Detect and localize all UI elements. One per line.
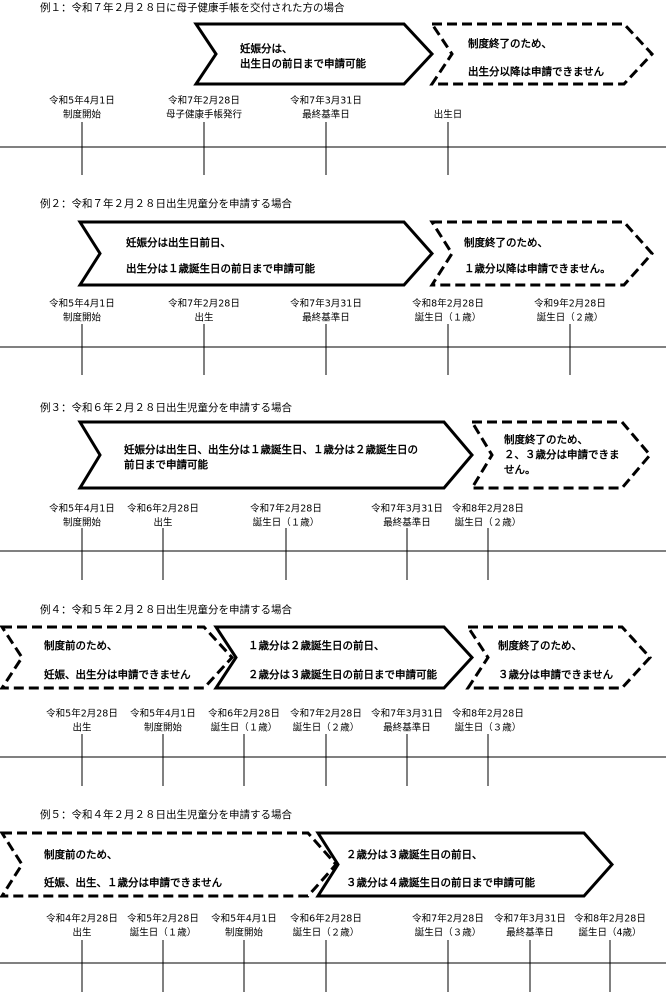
unavailable-period-arrow [465,625,653,690]
arrow-text-line: 出生日の前日まで申請可能 [240,57,366,70]
example-title: 例１：令和７年２月２８日に母子健康手帳を交付された方の場合 [40,1,345,14]
arrow-text-line: ３歳分は申請できません [498,668,614,681]
milestone-label: 誕生日（4歳） [578,927,641,939]
unavailable-period-arrow [429,220,655,287]
milestone-date: 令和7年3月31日 [371,708,443,720]
milestone-date: 令和5年4月1日 [130,708,196,720]
milestone-label: 制度開始 [63,517,102,529]
milestone-label: 最終基準日 [302,109,350,121]
milestone-date: 令和9年2月28日 [534,298,606,310]
arrow-text-line: せん。 [504,464,536,476]
application-period-arrow [315,831,615,898]
example-title: 例４：令和５年２月２８日出生児童分を申請する場合 [40,603,292,616]
milestone-date: 令和6年2月28日 [290,913,362,925]
milestone-date: 令和7年2月28日 [168,95,240,107]
application-period-arrow [213,625,475,690]
milestone-label: 制度開始 [225,927,264,939]
milestone-label: 出生 [72,722,92,734]
example-1: 例１：令和７年２月２８日に母子健康手帳を交付された方の場合妊娠分は、出生日の前日… [0,1,666,175]
unavailable-period-arrow [0,831,339,898]
example-title: 例３：令和６年２月２８日出生児童分を申請する場合 [40,401,292,414]
arrow-text-line: 妊娠分は、 [240,42,293,55]
milestone-date: 令和8年2月28日 [412,298,484,310]
milestone-label: 最終基準日 [506,927,554,939]
milestone-date: 令和7年2月28日 [412,913,484,925]
milestone-label: 出生 [153,517,173,529]
milestone-date: 令和7年3月31日 [494,913,566,925]
example-title: 例５：令和４年２月２８日出生児童分を申請する場合 [40,808,292,821]
arrow-text-line: ２、３歳分は申請できま [504,448,620,461]
milestone-date: 令和5年4月1日 [211,913,277,925]
arrow-text-line: 妊娠分は出生日、出生分は１歳誕生日、１歳分は２歳誕生日の [124,443,418,456]
application-period-arrow [77,420,474,490]
arrow-text-line: 妊娠、出生、１歳分は申請できません [44,876,223,889]
example-4: 例４：令和５年２月２８日出生児童分を申請する場合制度前のため、妊娠、出生分は申請… [0,603,666,786]
milestone-label: 誕生日（２歳） [293,722,360,734]
arrow-text-line: 制度終了のため、 [468,37,552,50]
milestone-label: 誕生日（３歳） [415,927,482,939]
milestone-label: 誕生日（１歳） [211,722,278,734]
milestone-label: 制度開始 [63,109,102,121]
milestone-date: 令和6年2月28日 [208,708,280,720]
arrow-text-line: 妊娠、出生分は申請できません [44,668,191,681]
arrow-text-line: 制度終了のため、 [498,639,582,652]
milestone-label: 出生日 [434,109,463,121]
milestone-date: 令和8年2月28日 [452,503,524,515]
milestone-date: 令和5年4月1日 [49,298,115,310]
application-period-arrow [193,22,435,86]
example-2: 例２：令和７年２月２８日出生児童分を申請する場合妊娠分は出生日前日、出生分は１歳… [0,197,666,375]
milestone-label: 最終基準日 [302,312,350,324]
milestone-date: 令和6年2月28日 [127,503,199,515]
arrow-text-line: 妊娠分は出生日前日、 [126,236,231,249]
arrow-text-line: 制度前のため、 [44,639,118,652]
milestone-date: 令和5年4月1日 [49,95,115,107]
milestone-label: 母子健康手帳発行 [166,109,243,121]
milestone-date: 令和7年3月31日 [290,95,362,107]
arrow-text-line: １歳分以降は申請できません。 [464,262,611,275]
unavailable-period-arrow [429,22,655,86]
arrow-text-line: ３歳分は４歳誕生日の前日まで申請可能 [346,876,535,889]
arrow-text-line: 制度前のため、 [44,848,118,861]
milestone-date: 令和4年2月28日 [46,913,118,925]
unavailable-period-arrow [0,625,235,690]
milestone-date: 令和5年2月28日 [127,913,199,925]
milestone-label: 誕生日（１歳） [415,312,482,324]
unavailable-period-arrow [469,420,652,490]
arrow-text-line: 出生分以降は申請できません [468,65,605,78]
arrow-text-line: １歳分は２歳誕生日の前日、 [248,639,385,652]
milestone-label: 制度開始 [63,312,102,324]
arrow-text-line: 制度終了のため、 [504,433,588,446]
milestone-date: 令和7年3月31日 [371,503,443,515]
milestone-label: 誕生日（２歳） [537,312,604,324]
example-5: 例５：令和４年２月２８日出生児童分を申請する場合制度前のため、妊娠、出生、１歳分… [0,808,666,992]
milestone-date: 令和8年2月28日 [452,708,524,720]
milestone-date: 令和5年4月1日 [49,503,115,515]
arrow-text-line: ２歳分は３歳誕生日の前日まで申請可能 [248,668,437,681]
milestone-date: 令和7年2月28日 [168,298,240,310]
milestone-label: 制度開始 [144,722,183,734]
example-3: 例３：令和６年２月２８日出生児童分を申請する場合妊娠分は出生日、出生分は１歳誕生… [0,401,666,580]
milestone-label: 誕生日（２歳） [293,927,360,939]
milestone-date: 令和5年2月28日 [46,708,118,720]
arrow-text-line: 出生分は１歳誕生日の前日まで申請可能 [126,262,315,275]
milestone-label: 出生 [194,312,214,324]
milestone-date: 令和8年2月28日 [574,913,646,925]
arrow-text-line: 前日まで申請可能 [124,458,208,471]
milestone-date: 令和7年2月28日 [250,503,322,515]
milestone-date: 令和7年2月28日 [290,708,362,720]
milestone-date: 令和7年3月31日 [290,298,362,310]
application-period-arrow [77,220,435,287]
milestone-label: 最終基準日 [383,722,431,734]
milestone-label: 誕生日（３歳） [455,722,522,734]
milestone-label: 誕生日（２歳） [455,517,522,529]
arrow-text-line: ２歳分は３歳誕生日の前日、 [346,848,483,861]
example-title: 例２：令和７年２月２８日出生児童分を申請する場合 [40,197,292,210]
arrow-text-line: 制度終了のため、 [464,236,548,249]
milestone-label: 最終基準日 [383,517,431,529]
milestone-label: 誕生日（１歳） [253,517,320,529]
milestone-label: 出生 [72,927,92,939]
milestone-label: 誕生日（１歳） [130,927,197,939]
